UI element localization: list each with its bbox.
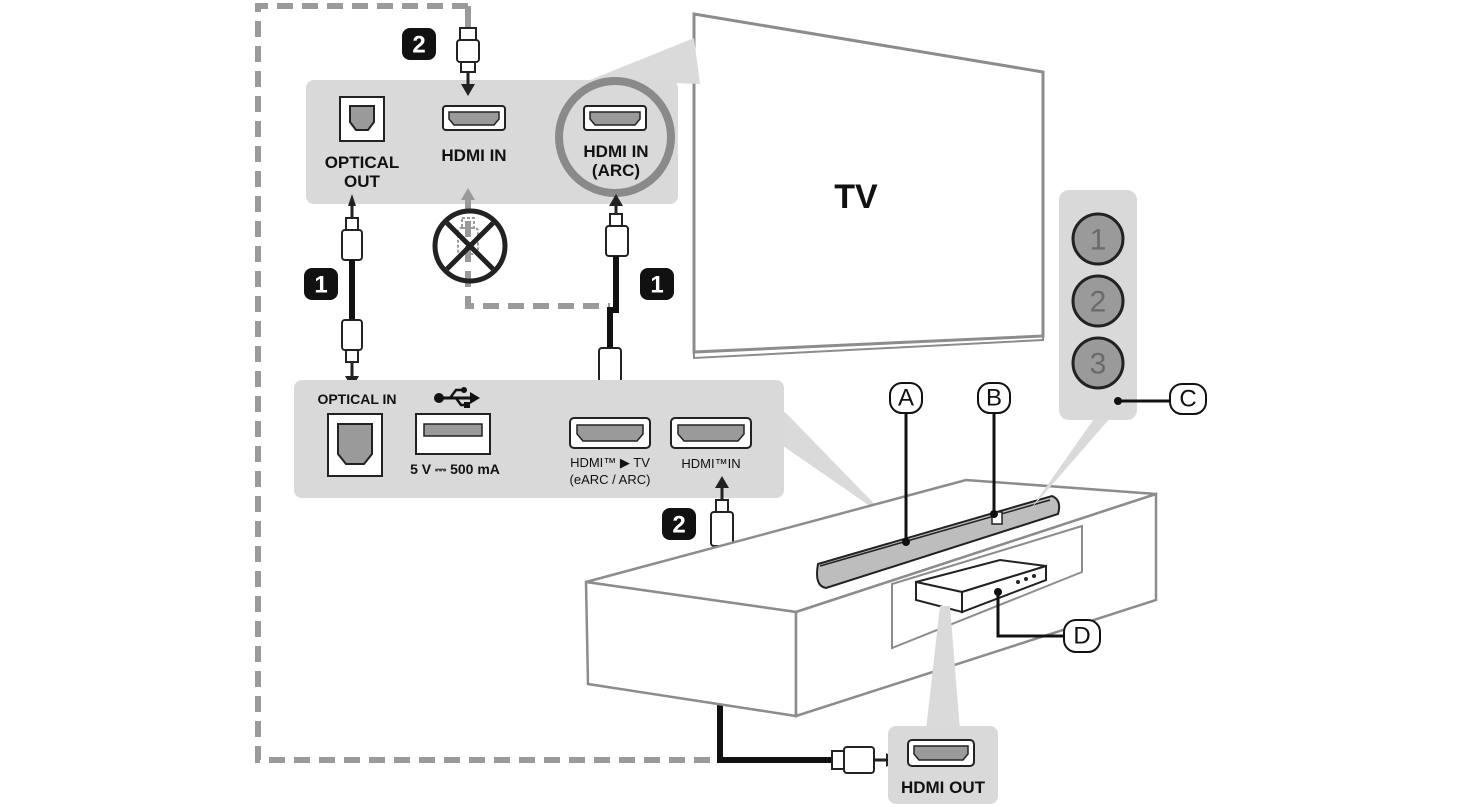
soundbar-zoom-cone <box>760 412 890 520</box>
svg-text:C: C <box>1179 386 1196 413</box>
dashed-hdmi-route <box>255 3 720 763</box>
source-hdmi-out-port <box>907 739 975 767</box>
hdmi-tv-label-1: HDMI™ ▶ TV <box>570 455 650 470</box>
step-1-badge-left: 1 <box>304 268 338 300</box>
svg-text:1: 1 <box>314 272 327 299</box>
callout-b: B <box>977 382 1011 518</box>
not-allowed-connection <box>432 188 610 309</box>
optical-out-label-2: OUT <box>344 172 381 191</box>
svg-text:2: 2 <box>412 32 425 59</box>
callout-d: D <box>994 588 1101 653</box>
optical-in-label: OPTICAL IN <box>317 391 396 407</box>
svg-text:2: 2 <box>672 512 685 539</box>
svg-text:A: A <box>898 385 914 412</box>
tv-label: TV <box>834 178 878 216</box>
remote-button-2 <box>1071 274 1125 328</box>
soundbar-hdmi-in-port <box>670 417 752 449</box>
source-device <box>915 558 1047 614</box>
optical-cable <box>341 194 363 388</box>
callout-c: C <box>1114 383 1207 415</box>
tv: TV <box>692 12 1045 360</box>
remote-button-3 <box>1071 336 1125 390</box>
remote-button-1 <box>1071 212 1125 266</box>
hdmi-out-label: HDMI OUT <box>901 778 986 797</box>
step-1-badge-right: 1 <box>640 268 674 300</box>
soundbar-hdmi-in-label: HDMI™IN <box>681 456 740 471</box>
source-zoom-cone <box>926 606 960 730</box>
svg-text:1: 1 <box>650 272 663 299</box>
soundbar-port-panel: OPTICAL IN 5 V ⎓ 500 mA HDMI™ ▶ TV (eARC… <box>294 380 784 498</box>
tv-port-panel: OPTICAL OUT HDMI IN HDMI IN (ARC) <box>306 77 678 204</box>
tv-hdmi-in-label: HDMI IN <box>441 146 506 165</box>
optical-out-port <box>339 96 385 142</box>
hdmi-tv-earc-port <box>569 417 651 449</box>
remote-zoom-cone <box>1030 416 1112 510</box>
step-2-badge-top: 2 <box>402 28 436 60</box>
tv-hdmi-arc-label-2: (ARC) <box>592 161 640 180</box>
remote-button-panel: 1 2 3 <box>1059 190 1137 420</box>
tv-hdmi-arc-label-1: HDMI IN <box>583 142 648 161</box>
svg-text:2: 2 <box>1090 286 1107 319</box>
tv-hdmi-arc-port <box>583 105 647 131</box>
usb-port <box>415 413 491 455</box>
step-2-badge-bottom: 2 <box>662 508 696 540</box>
hdmi-tv-label-2: (eARC / ARC) <box>570 472 651 487</box>
svg-text:1: 1 <box>1090 224 1107 257</box>
soundbar <box>816 494 1061 590</box>
optical-in-port <box>327 413 383 477</box>
optical-out-label-1: OPTICAL <box>325 153 400 172</box>
tv-zoom-cone <box>590 38 700 84</box>
svg-text:D: D <box>1073 623 1090 650</box>
svg-text:3: 3 <box>1090 348 1107 381</box>
usb-rating-label: 5 V ⎓ 500 mA <box>410 461 500 477</box>
callout-a: A <box>889 382 923 546</box>
tv-hdmi-in-port <box>442 105 506 131</box>
prohibited-icon <box>432 208 508 284</box>
usb-icon <box>434 387 480 408</box>
source-port-panel: HDMI OUT <box>888 726 998 804</box>
hdmi-plug-top <box>456 27 480 96</box>
svg-text:B: B <box>986 385 1002 412</box>
hdmi-arc-highlight-ring <box>555 77 675 197</box>
